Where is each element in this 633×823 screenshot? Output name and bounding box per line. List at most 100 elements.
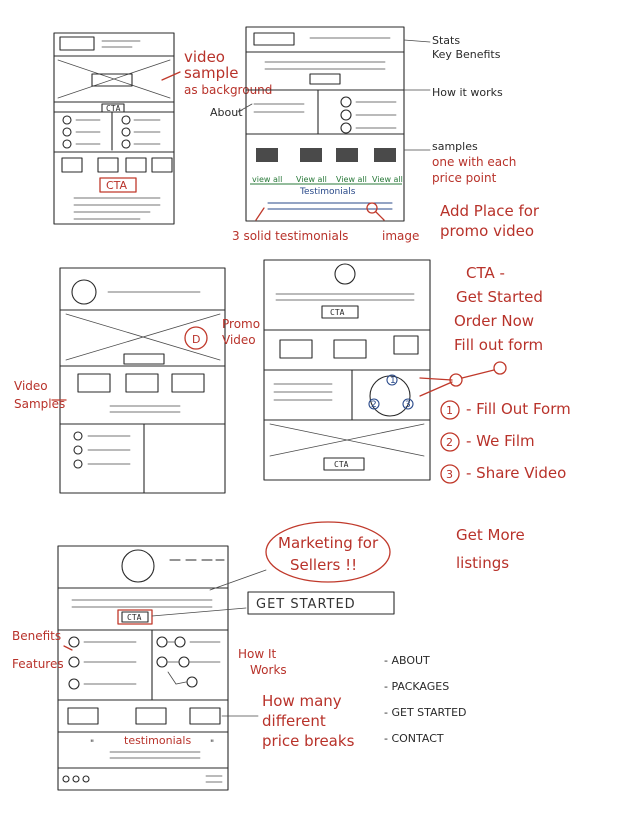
sketch-5-logo-circle (121, 549, 155, 583)
sketch-5-note-features: Features (12, 657, 64, 671)
sketch-5-wireframe: CTA " testimonials " (12, 521, 525, 791)
sketch-5-footer (62, 775, 223, 783)
sketch-1-cta-red-text: CTA (106, 179, 128, 192)
sketch-4-cta-bottom-text: CTA (334, 460, 349, 469)
sketch-4-step-2-mini: 2 (371, 400, 377, 410)
sketch-1-hero-box (91, 73, 133, 87)
sketch-3-logo-circle (71, 279, 97, 305)
sketch-4-cta-bottom (323, 457, 365, 471)
step-1-number: 1 (446, 404, 453, 417)
sketch-2-note-promo-1: Add Place for (440, 202, 540, 220)
step-1-label: - Fill Out Form (466, 400, 571, 418)
svg-text:": " (210, 739, 214, 749)
sketch-5-how-it-works (156, 636, 221, 688)
sketch-5-note-listings: listings (456, 554, 509, 572)
sketch-3-note-promo: Promo (222, 317, 260, 331)
sketch-5-note-price-3: price breaks (262, 732, 355, 750)
nav-list-packages: - PACKAGES (384, 680, 449, 693)
sketch-4-cta-top (321, 305, 359, 319)
sketch-4-note-cta: CTA - (466, 264, 505, 282)
sketch-3-play-icon (184, 326, 208, 350)
sketch-5-note-price-2: different (262, 712, 326, 730)
sketch-2-note-image: image (382, 229, 419, 243)
sketch-3-note-video-samples-1: Video (14, 379, 48, 393)
sketch-3-note-video: Video (222, 333, 256, 347)
sketch-5-get-started-text: GET STARTED (256, 597, 356, 612)
sketch-1-samples-row (61, 157, 173, 173)
sketch-1-logo-box (59, 36, 95, 51)
sketch-2-note-promo-2: promo video (440, 222, 534, 240)
sketch-4-note-get-started: Get Started (456, 288, 543, 306)
nav-list-about: - ABOUT (384, 654, 430, 667)
sketch-5-note-marketing-1: Marketing for (278, 534, 379, 552)
sketch-2-note-benefits: Key Benefits (432, 48, 501, 61)
sketch-3-video-samples (77, 373, 205, 413)
sketch-5-note-benefits: Benefits (12, 629, 61, 643)
sketch-1-frame (53, 32, 175, 225)
sketch-4-step-list: 1 - Fill Out Form 2 - We Film 3 - Share … (440, 400, 571, 484)
sketch-2-note-price-point: price point (432, 171, 497, 185)
sketch-4-logo-circle (334, 263, 356, 285)
sketch-3-play-label: D (192, 333, 200, 346)
sketch-2-wireframe: view all View all View all View all Test… (210, 26, 540, 243)
step-1-badge (440, 400, 460, 420)
sketch-5-nav-list: - ABOUT - PACKAGES - GET STARTED - CONTA… (384, 654, 467, 745)
step-3-number: 3 (446, 468, 453, 481)
sketch-2-note-stats: Stats (432, 34, 460, 47)
sketch-3-frame (59, 267, 226, 494)
sketch-5-benefits (68, 636, 137, 690)
sketch-2-note-how: How it works (432, 86, 503, 99)
step-3-label: - Share Video (466, 464, 566, 482)
sketch-2-viewall-2: View all (296, 175, 327, 184)
sketch-3-wireframe: D Promo Video Video Samples (14, 267, 260, 494)
sketch-2-note-three-solid: 3 solid testimonials (232, 229, 348, 243)
sketch-2-viewall-1: view all (252, 175, 282, 184)
sketch-1-cta-red-box (99, 177, 137, 193)
sketch-5-note-get-more: Get More (456, 526, 525, 544)
sketch-4-wireframe: CTA 1 2 3 CTA CTA - (263, 259, 571, 484)
sketch-4-note-order-now: Order Now (454, 312, 534, 330)
sketch-5-marketing-bubble (265, 521, 391, 583)
sketch-1-wireframe: CTA CTA video sample as background (53, 32, 272, 225)
sketch-2-note-about: About (210, 106, 243, 119)
step-2-badge (440, 432, 460, 452)
sketch-3-feature-list (73, 423, 145, 494)
sketch-5-note-how: How It (238, 647, 277, 661)
sketch-5-note-price-1: How many (262, 692, 342, 710)
step-2-number: 2 (446, 436, 453, 449)
sketch-5-testimonials-label: testimonials (124, 734, 191, 747)
sketch-5-cta-text: CTA (127, 613, 142, 622)
sketch-1-feature-list (62, 111, 161, 151)
sketch-2-viewall-3: View all (336, 175, 367, 184)
sketch-2-note-samples: samples (432, 140, 478, 153)
sketch-5-cta-button (121, 611, 149, 623)
sketch-5-get-started-box (247, 591, 395, 615)
sketch-4-note-fill-form: Fill out form (454, 336, 543, 354)
sketch-4-step-3-mini: 3 (405, 400, 411, 410)
sketch-1-note-pointer (161, 71, 181, 81)
sketch-2-note-one-each: one with each (432, 155, 516, 169)
sketch-2-viewall-4: View all (372, 175, 403, 184)
sketch-4-packages (279, 335, 419, 359)
step-3-badge (440, 464, 460, 484)
sketch-3-promo-video-area (65, 313, 221, 365)
sketch-1-video-background (57, 59, 171, 99)
nav-list-get-started: - GET STARTED (384, 706, 467, 719)
sketch-5-note-marketing-2: Sellers !! (290, 556, 357, 574)
sketch-3-note-video-samples-2: Samples (14, 397, 65, 411)
sketch-1-note-video-3: as background (184, 83, 272, 97)
sketch-5-frame (57, 545, 229, 791)
sketch-5-note-works: Works (250, 663, 287, 677)
sketch-2-image-marker (366, 202, 378, 214)
step-2-label: - We Film (466, 432, 535, 450)
sketch-2-testimonials-label: Testimonials (299, 187, 356, 197)
sketch-1-cta-text: CTA (106, 104, 121, 113)
sketch-5-cta-highlight (117, 609, 153, 625)
sketch-5-packages (67, 707, 221, 725)
sketch-2-frame (245, 26, 405, 222)
nav-list-contact: - CONTACT (384, 732, 444, 745)
sketch-2-how-it-works (253, 89, 397, 135)
sketch-1-note-video-2: sample (184, 64, 239, 82)
sketch-4-how-it-works: 1 2 3 (273, 369, 414, 421)
